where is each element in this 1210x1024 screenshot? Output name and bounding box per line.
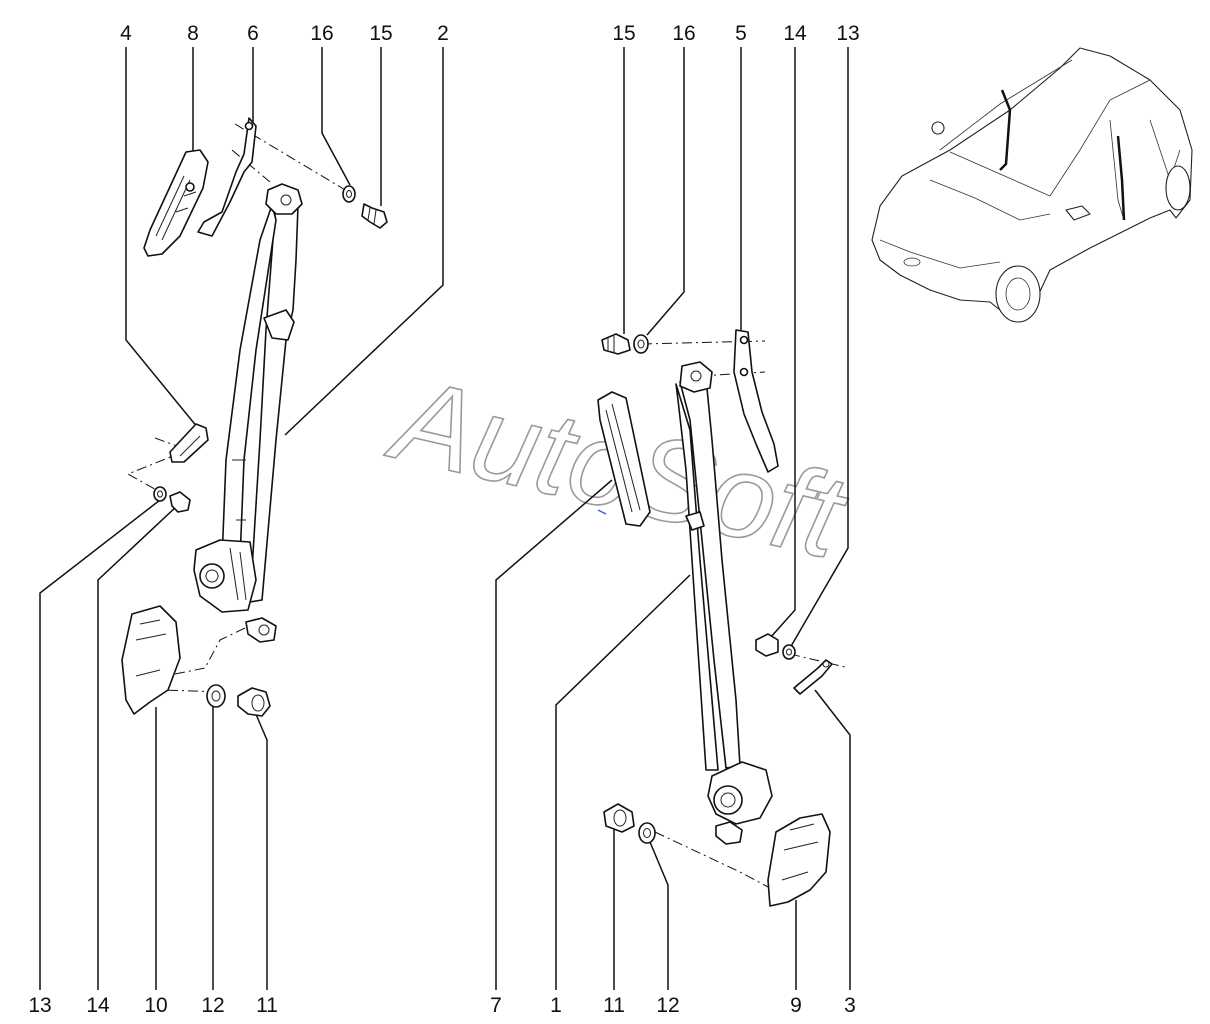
callout-15-top-left: 15: [369, 22, 392, 45]
callout-10-bottom: 10: [144, 994, 167, 1017]
part-11-bolt-right: [603, 803, 635, 833]
lower-anchor-left: [245, 617, 277, 643]
part-2-seat-belt-webbing: [221, 183, 303, 603]
part-5-upper-bracket-right: [733, 329, 779, 473]
callout-15-top-right: 15: [612, 22, 635, 45]
callout-14-top-right: 14: [783, 22, 807, 45]
part-3-hook: [793, 659, 833, 695]
callout-11-bottom-left: 11: [256, 994, 278, 1017]
part-11-bolt-left: [237, 687, 271, 717]
callout-9-bottom: 9: [790, 994, 802, 1017]
callout-12-bottom-right: 12: [656, 994, 679, 1017]
part-1-seat-belt-webbing-right: [675, 361, 741, 771]
part-2-retractor-left: [193, 539, 257, 613]
part-15-bolt-left: [361, 203, 388, 229]
callout-6-top: 6: [247, 22, 259, 45]
part-9-lower-plate-right: [767, 813, 831, 907]
car-location-view: [871, 47, 1193, 323]
callout-16-top-left: 16: [310, 22, 333, 45]
callout-13-top-right: 13: [836, 22, 859, 45]
callout-16-top-right: 16: [672, 22, 695, 45]
callout-4-top: 4: [120, 22, 132, 45]
part-8-height-adjuster-cover: [143, 149, 209, 257]
part-13-washer-right: [782, 644, 796, 660]
part-16-washer-left: [342, 185, 356, 203]
callout-3-bottom: 3: [844, 994, 856, 1017]
callout-14-bottom: 14: [86, 994, 110, 1017]
callout-11-bottom-right: 11: [603, 994, 625, 1017]
callout-2-top: 2: [437, 22, 449, 45]
part-6-upper-bracket: [197, 117, 257, 237]
callout-7-bottom: 7: [490, 994, 502, 1017]
callout-13-bottom: 13: [28, 994, 51, 1017]
part-7-pillar-trim-cover: [597, 391, 651, 527]
part-14-bolt-right: [755, 633, 779, 657]
part-4-guide-loop: [169, 423, 209, 463]
part-14-bolt-left: [169, 491, 191, 513]
part-13-washer-left: [153, 486, 167, 502]
callout-1-bottom: 1: [550, 994, 562, 1017]
lower-anchor-right: [715, 821, 743, 845]
callout-5-top: 5: [735, 22, 747, 45]
callout-12-bottom-left: 12: [201, 994, 224, 1017]
callout-8-top: 8: [187, 22, 199, 45]
part-10-lower-plate: [121, 605, 181, 715]
part-16-washer-right: [633, 334, 649, 354]
part-1-retractor-right: [707, 761, 773, 825]
part-12-washer-right: [638, 822, 656, 844]
part-15-bolt-right: [601, 333, 631, 355]
leader-lines: [39, 47, 851, 990]
part-12-washer-left: [206, 684, 226, 708]
